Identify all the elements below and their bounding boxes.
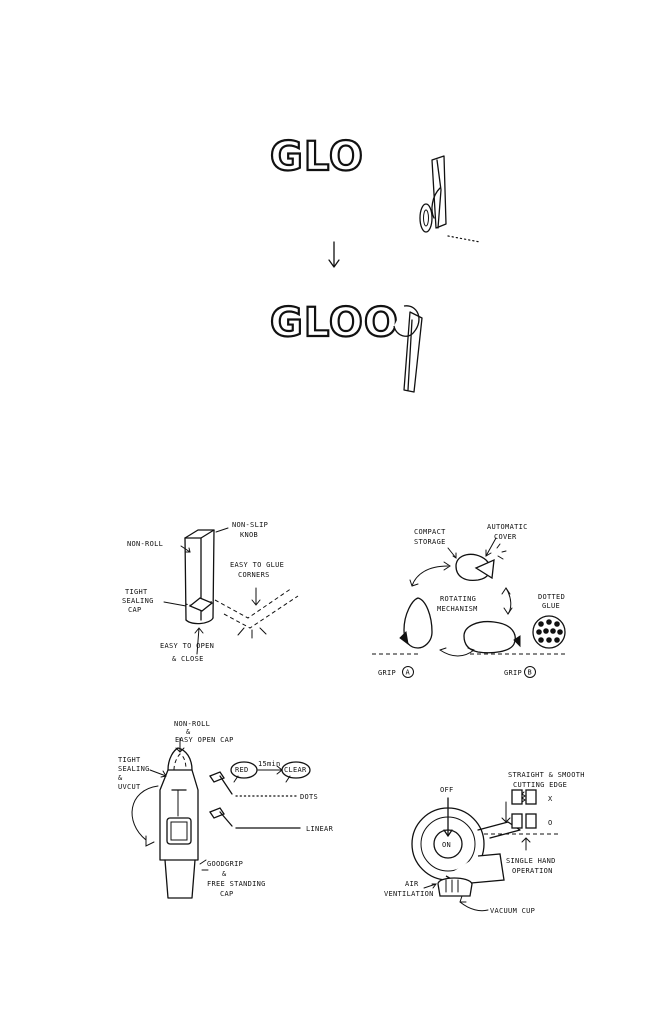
logo-section: GLO GLOO [269, 133, 481, 393]
label-cover: COVER [494, 533, 517, 541]
label-vacuum-cup: VACUUM CUP [490, 907, 535, 915]
label-uvcut: UVCUT [118, 783, 141, 791]
label-knob: KNOB [240, 531, 258, 539]
label-tight3: TIGHT [118, 756, 141, 764]
label-single-hand: SINGLE HAND [506, 857, 556, 865]
label-amp2: & [118, 774, 123, 782]
logo-after: GLOO [270, 300, 399, 346]
label-cap3: CAP [220, 890, 234, 898]
label-easy-open: EASY TO OPEN [160, 642, 214, 650]
label-cutting-edge: CUTTING EDGE [513, 781, 567, 789]
down-arrow-icon [328, 241, 340, 268]
label-corners: CORNERS [238, 571, 270, 579]
label-free-standing: FREE STANDING [207, 880, 266, 888]
label-o-mark: O [548, 819, 553, 827]
label-clear: CLEAR [284, 766, 307, 774]
label-easy-open-cap: EASY OPEN CAP [175, 736, 234, 744]
label-compact: COMPACT [414, 528, 446, 536]
sketch-rotating-dispenser: COMPACT STORAGE AUTOMATIC COVER ROTATING… [372, 523, 566, 678]
label-ventilation: VENTILATION [384, 890, 434, 898]
label-straight-smooth: STRAIGHT & SMOOTH [508, 771, 585, 779]
label-sealing: SEALING [122, 597, 154, 605]
label-storage: STORAGE [414, 538, 446, 546]
label-red: RED [235, 766, 249, 774]
label-rotating: ROTATING [440, 595, 476, 603]
label-grip-a: GRIP [378, 669, 396, 677]
label-glue: GLUE [542, 602, 560, 610]
label-sealing3: SEALING [118, 765, 150, 773]
label-close: & CLOSE [172, 655, 204, 663]
label-easy-glue: EASY TO GLUE [230, 561, 284, 569]
label-goodgrip: GOODGRIP [207, 860, 243, 868]
label-off: OFF [440, 786, 454, 794]
label-dotted: DOTTED [538, 593, 565, 601]
sketch-glue-stick: NON-ROLL NON-SLIP KNOB EASY TO GLUE CORN… [122, 521, 299, 663]
label-on: ON [442, 841, 451, 849]
label-tight: TIGHT [125, 588, 148, 596]
label-mechanism: MECHANISM [437, 605, 478, 613]
sketch-liquid-glue: NON-ROLL & EASY OPEN CAP TIGHT SEALING &… [118, 720, 334, 899]
grip-a-mark: A [406, 669, 411, 677]
label-automatic: AUTOMATIC [487, 523, 528, 531]
glue-tube-closed-icon [393, 305, 423, 393]
label-time: 15min [258, 760, 281, 768]
label-nonroll: NON-ROLL [174, 720, 210, 728]
glue-tube-open-icon [419, 155, 481, 243]
label-non-slip: NON-SLIP [232, 521, 268, 529]
label-operation: OPERATION [512, 867, 553, 875]
grip-b-mark: B [528, 669, 533, 677]
label-cap: CAP [128, 606, 142, 614]
label-amp1: & [186, 728, 191, 736]
logo-before: GLO [270, 134, 364, 180]
label-non-roll: NON-ROLL [127, 540, 163, 548]
label-linear: LINEAR [306, 825, 334, 833]
label-amp3: & [222, 870, 227, 878]
sketch-tape-dispenser: OFF ON STRAIGHT & SMOOTH CUTTING EDGE X … [384, 771, 585, 915]
label-x-mark: X [548, 795, 553, 803]
label-dots: DOTS [300, 793, 318, 801]
label-grip-b: GRIP [504, 669, 522, 677]
label-air: AIR [405, 880, 419, 888]
